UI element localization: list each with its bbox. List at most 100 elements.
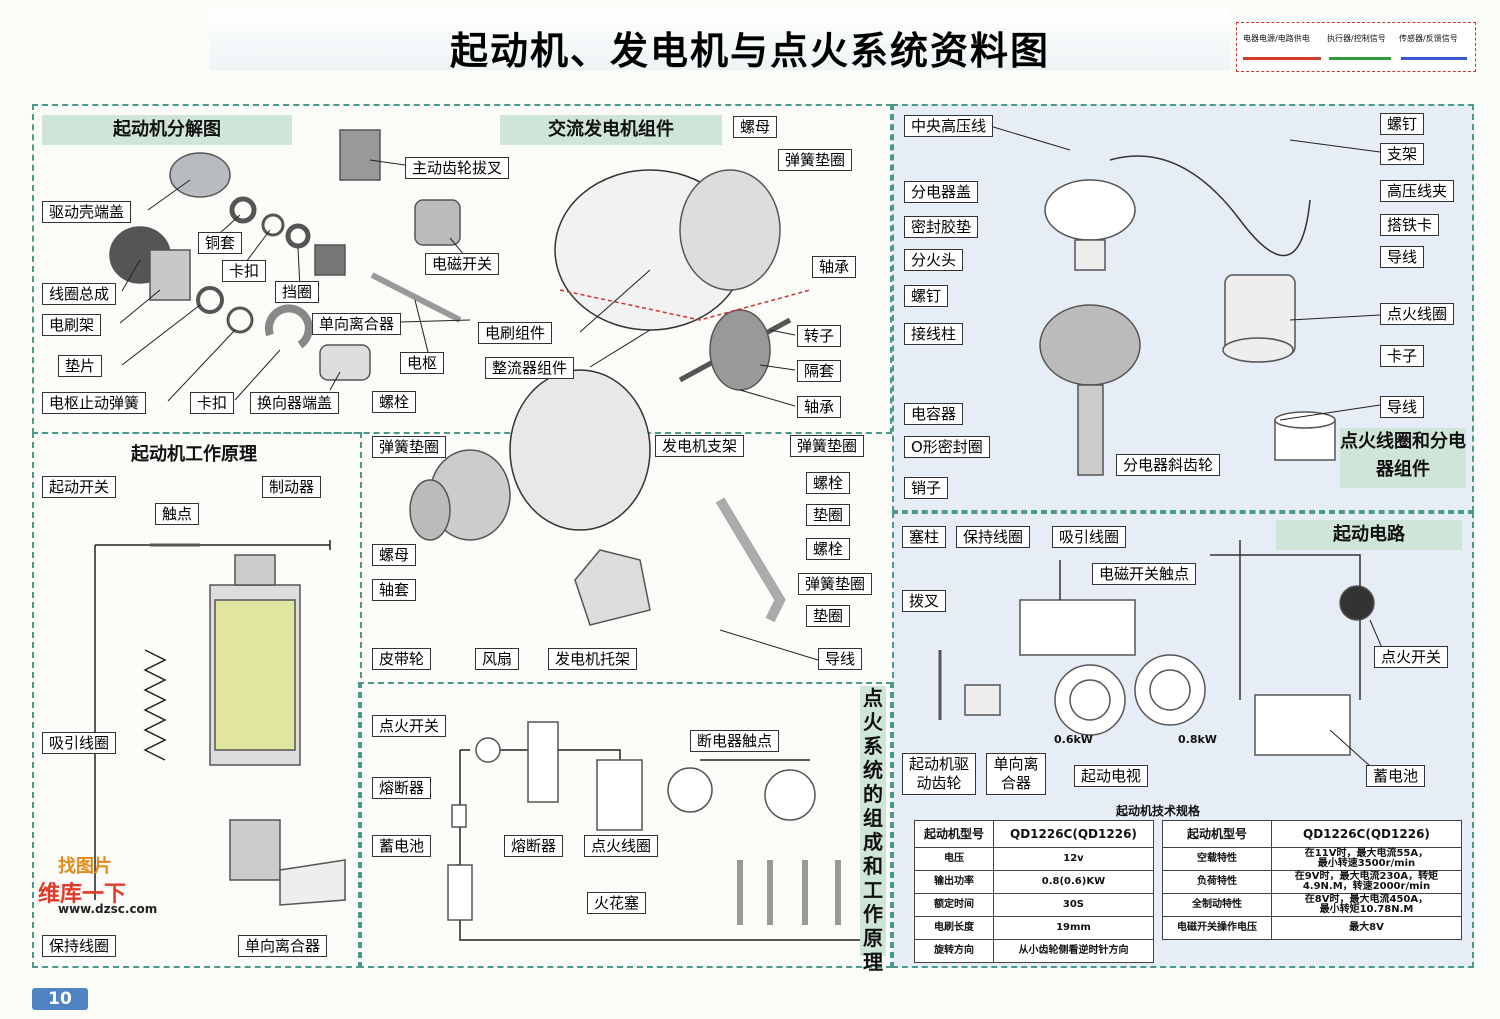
label-fork: 拨叉 bbox=[902, 590, 947, 612]
label-alt-washer-2: 垫圈 bbox=[806, 605, 851, 627]
label-starter-drive-gear: 起动机驱动齿轮 bbox=[902, 753, 976, 795]
label-contact: 触点 bbox=[155, 503, 200, 525]
label-fan: 风扇 bbox=[475, 648, 520, 670]
label-ground-clip: 搭铁卡 bbox=[1380, 214, 1440, 236]
spec-key-cell: 额定时间 bbox=[914, 893, 994, 917]
spec-row: 电磁开关操作电压最大8V bbox=[1162, 916, 1463, 940]
spec-value-cell: QD1226C(QD1226) bbox=[1270, 820, 1463, 848]
starting-circuit-heading: 起动电路 bbox=[1276, 520, 1462, 550]
label-seal-gasket: 密封胶垫 bbox=[904, 216, 979, 238]
starter-exploded-heading: 起动机分解图 bbox=[42, 115, 292, 145]
label-sys-ignition-switch: 点火开关 bbox=[372, 715, 447, 737]
spec-value-cell: 在11V时，最大电流55A， 最小转速3500r/min bbox=[1270, 847, 1463, 871]
legend-item-actuator: 执行器/控制信号 bbox=[1327, 34, 1386, 43]
label-ht-lead-clip: 高压线夹 bbox=[1380, 180, 1455, 202]
label-rectifier-assembly: 整流器组件 bbox=[485, 357, 575, 379]
label-drive-fork: 主动齿轮拔叉 bbox=[405, 157, 510, 179]
spec-value-cell: 最大8V bbox=[1270, 916, 1463, 940]
label-alt-bearing-rear: 轴承 bbox=[812, 256, 857, 278]
label-coil-assembly: 线圈总成 bbox=[42, 283, 117, 305]
label-terminal-post: 接线柱 bbox=[904, 323, 964, 345]
label-plunger: 塞柱 bbox=[902, 526, 947, 548]
label-solenoid-contacts: 电磁开关触点 bbox=[1092, 563, 1197, 585]
label-capacitor: 电容器 bbox=[904, 403, 964, 425]
ignition-coil-heading: 点火线圈和分电器组件 bbox=[1340, 428, 1466, 488]
spec-key-cell: 电磁开关操作电压 bbox=[1162, 916, 1272, 940]
label-sys-fuse-1: 熔断器 bbox=[372, 777, 432, 799]
page-title: 起动机、发电机与点火系统资料图 bbox=[449, 29, 1050, 73]
label-spacer: 隔套 bbox=[797, 360, 842, 382]
label-ign-screw-mid: 螺钉 bbox=[904, 285, 949, 307]
legend-line-sensor bbox=[1401, 57, 1467, 60]
spec-row: 空载特性在11V时，最大电流55A， 最小转速3500r/min bbox=[1162, 847, 1463, 871]
label-alt-sleeve: 轴套 bbox=[372, 579, 417, 601]
top-left-panel bbox=[32, 104, 892, 434]
label-circuit-ignition-switch: 点火开关 bbox=[1374, 646, 1449, 668]
label-brush-holder: 电刷架 bbox=[42, 314, 102, 336]
label-alt-spring-washer-bottom: 弹簧垫圈 bbox=[798, 573, 873, 595]
label-brush-assembly: 电刷组件 bbox=[478, 322, 553, 344]
spec-row: 负荷特性在9V时，最大电流230A，转矩 4.9N.M，转速2000r/min bbox=[1162, 870, 1463, 894]
label-distributor-gear: 分电器斜齿轮 bbox=[1116, 454, 1221, 476]
label-alternator-mount: 发电机托架 bbox=[548, 648, 638, 670]
label-circuit-hold-coil: 保持线圈 bbox=[956, 526, 1031, 548]
starter-principle-panel bbox=[32, 432, 362, 968]
label-alt-washer-1: 垫圈 bbox=[806, 504, 851, 526]
label-brake: 制动器 bbox=[262, 476, 322, 498]
spec-row: 全制动特性在8V时，最大电流450A， 最小转矩10.78N.M bbox=[1162, 893, 1463, 917]
label-circuit-battery: 蓄电池 bbox=[1366, 765, 1426, 787]
watermark-line2: 维库一下 bbox=[38, 882, 127, 907]
label-alt-bolt-right-2: 螺栓 bbox=[806, 538, 851, 560]
label-alt-spring-washer-right: 弹簧垫圈 bbox=[790, 435, 865, 457]
label-bushing: 铜套 bbox=[198, 232, 243, 254]
spec-key-cell: 输出功率 bbox=[914, 870, 994, 894]
spec-value-cell: 12v bbox=[992, 847, 1155, 871]
rating-small: 0.6kW bbox=[1054, 733, 1093, 746]
label-alt-nut-top: 螺母 bbox=[733, 116, 778, 138]
spec-value-cell: 30S bbox=[992, 893, 1155, 917]
label-ign-bracket: 支架 bbox=[1380, 143, 1425, 165]
spec-key-cell: 全制动特性 bbox=[1162, 893, 1272, 917]
spec-value-cell: 在8V时，最大电流450A， 最小转矩10.78N.M bbox=[1270, 893, 1463, 917]
label-alt-wire: 导线 bbox=[818, 648, 863, 670]
label-circuit-clutch: 单向离合器 bbox=[986, 753, 1046, 795]
spec-key-cell: 起动机型号 bbox=[914, 820, 994, 848]
spec-value-cell: 19mm bbox=[992, 916, 1155, 940]
label-pin: 销子 bbox=[904, 477, 949, 499]
label-alt-spring-washer-left: 弹簧垫圈 bbox=[372, 436, 447, 458]
spec-value-cell: 在9V时，最大电流230A，转矩 4.9N.M，转速2000r/min bbox=[1270, 870, 1463, 894]
label-hold-in-coil: 保持线圈 bbox=[42, 935, 117, 957]
label-clip-2: 卡扣 bbox=[190, 392, 235, 414]
label-shim: 垫片 bbox=[58, 355, 103, 377]
alternator-heading: 交流发电机组件 bbox=[500, 115, 722, 145]
label-sys-fuse-2: 熔断器 bbox=[504, 835, 564, 857]
label-ign-screw-top: 螺钉 bbox=[1380, 113, 1425, 135]
watermark-url: www.dzsc.com bbox=[58, 902, 158, 916]
signal-legend: 电器电源/电路供电 执行器/控制信号 传感器/反馈信号 bbox=[1236, 22, 1476, 72]
label-alternator-bracket: 发电机支架 bbox=[655, 435, 745, 457]
label-commutator-end-cover: 换向器端盖 bbox=[250, 392, 340, 414]
label-pulley: 皮带轮 bbox=[372, 648, 432, 670]
spec-caption: 起动机技术规格 bbox=[1116, 804, 1201, 818]
spec-value-cell: 从小齿轮侧看逆时针方向 bbox=[992, 939, 1155, 963]
label-ign-wire-bottom: 导线 bbox=[1380, 396, 1425, 418]
label-starter-motor: 起动电视 bbox=[1074, 765, 1149, 787]
legend-item-power: 电器电源/电路供电 bbox=[1243, 34, 1310, 43]
watermark-line1: 找图片 bbox=[58, 856, 112, 877]
spec-row: 旋转方向从小齿轮侧看逆时针方向 bbox=[914, 939, 1155, 963]
label-retaining-ring: 挡圈 bbox=[275, 281, 320, 303]
label-ignition-coil: 点火线圈 bbox=[1380, 303, 1455, 325]
label-ign-wire-top: 导线 bbox=[1380, 246, 1425, 268]
label-drive-housing: 驱动壳端盖 bbox=[42, 201, 132, 223]
label-clip-1: 卡扣 bbox=[222, 260, 267, 282]
page-number: 10 bbox=[32, 988, 88, 1010]
starter-principle-heading: 起动机工作原理 bbox=[131, 444, 257, 465]
label-distributor-cap: 分电器盖 bbox=[904, 181, 979, 203]
